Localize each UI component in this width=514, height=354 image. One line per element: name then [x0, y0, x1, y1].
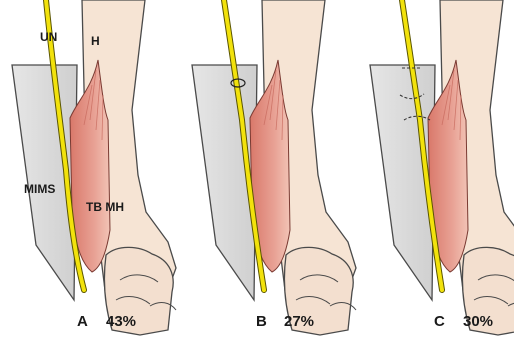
- panel-b-letter: B: [256, 313, 267, 330]
- panel-c-letter: C: [434, 313, 445, 330]
- panel-b: [192, 0, 356, 335]
- panel-a-letter: A: [77, 313, 88, 330]
- label-triceps: TB MH: [86, 200, 124, 214]
- panel-c: [370, 0, 514, 335]
- panel-a-percent: 43%: [106, 313, 136, 330]
- panel-b-percent: 27%: [284, 313, 314, 330]
- panel-a: [12, 0, 176, 335]
- label-ulnar-nerve: UN: [40, 30, 57, 44]
- panel-c-percent: 30%: [463, 313, 493, 330]
- label-septum: MIMS: [24, 182, 55, 196]
- label-humerus: H: [91, 34, 100, 48]
